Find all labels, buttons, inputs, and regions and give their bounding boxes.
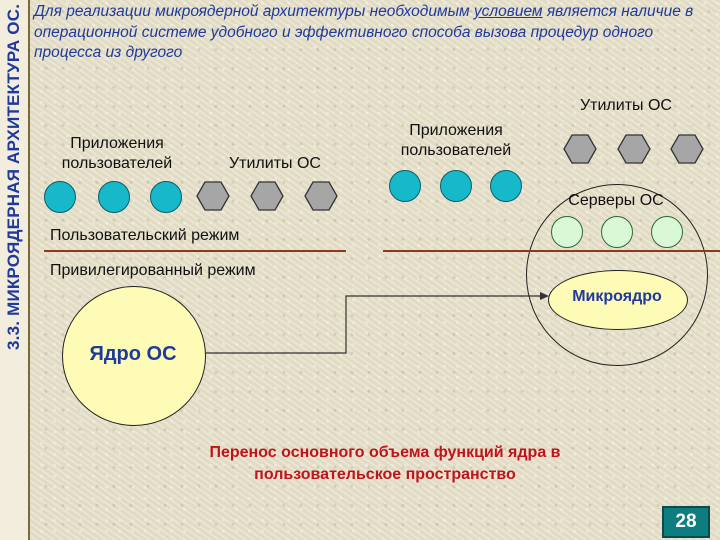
app-circle (440, 170, 472, 202)
utility-hexagon (304, 181, 338, 211)
mode-divider-left (44, 250, 346, 252)
left-utils-label: Утилиты ОС (229, 155, 321, 172)
utility-hexagon (196, 181, 230, 211)
utility-hexagon (563, 134, 597, 164)
user-mode-label: Пользовательский режим (50, 227, 240, 244)
right-apps-label: Приложения пользователей (400, 122, 512, 159)
intro-part-2: является наличие в операционной системе … (34, 3, 694, 61)
utility-hexagon (250, 181, 284, 211)
kernel-label: Ядро ОС (89, 343, 177, 365)
kernel-ellipse (62, 286, 206, 426)
microkernel-label: Микроядро (572, 288, 662, 305)
page-number-badge: 28 (662, 506, 710, 538)
caption: Перенос основного объема функций ядра в … (209, 444, 561, 483)
intro-underlined-word: условием (473, 3, 543, 20)
left-apps-label: Приложения пользователей (61, 135, 173, 172)
microkernel-boundary-ring (526, 184, 708, 366)
servers-label: Серверы ОС (568, 192, 664, 209)
mode-divider-right (383, 250, 720, 252)
utility-hexagon (670, 134, 704, 164)
side-bar: 3.3. МИКРОЯДЕРНАЯ АРХИТЕКТУРА ОС. (0, 0, 30, 540)
privileged-mode-label: Привилегированный режим (50, 262, 256, 279)
app-circle (490, 170, 522, 202)
server-circle (551, 216, 583, 248)
intro-text: Для реализации микроядерной архитектуры … (34, 2, 714, 64)
server-circle (601, 216, 633, 248)
app-circle (98, 181, 130, 213)
right-utils-label: Утилиты ОС (580, 97, 672, 114)
microkernel-ellipse (548, 270, 688, 330)
utility-hexagon (617, 134, 651, 164)
app-circle (150, 181, 182, 213)
intro-part-1: Для реализации микроядерной архитектуры … (34, 3, 474, 20)
app-circle (389, 170, 421, 202)
server-circle (651, 216, 683, 248)
app-circle (44, 181, 76, 213)
